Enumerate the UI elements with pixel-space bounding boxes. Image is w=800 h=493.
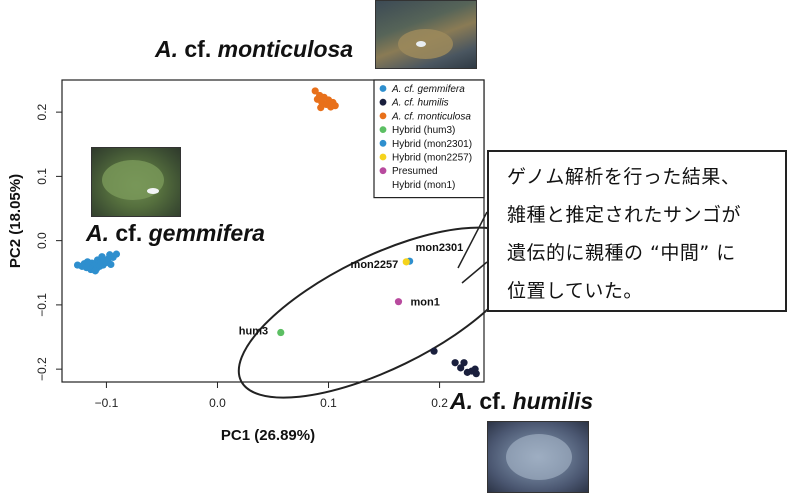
data-point [107,260,115,269]
data-point [317,104,325,112]
species-label-humilis: A. cf. humilis [450,388,594,414]
x-tick-label: 0.1 [320,396,337,410]
legend-marker [379,98,387,106]
point-annotation: mon2257 [351,259,399,271]
data-point [112,250,121,258]
legend-label: A. cf. monticulosa [391,111,471,122]
data-point [331,102,339,110]
legend-label: A. cf. gemmifera [391,84,465,95]
legend-label: Hybrid (mon1) [392,180,455,191]
callout-text: ゲノム解析を行った結果、 雑種と推定されたサンゴが 遺伝的に親種の “中間” に… [507,166,742,302]
data-point [277,328,285,337]
y-tick-label: 0.2 [35,103,49,120]
data-point [83,258,92,266]
plot-frame [61,79,485,383]
y-axis-label: PC2 (18.05%) [7,174,24,268]
legend-label: Hybrid (mon2301) [392,139,472,150]
data-point [460,359,468,367]
x-axis-label: PC1 (26.89%) [221,427,315,444]
data-point [451,359,459,367]
callout-pointer [457,211,488,269]
data-point [311,87,319,95]
x-tick-label: 0.2 [431,396,448,410]
legend-marker [379,112,387,120]
x-tick-label: 0.0 [209,396,226,410]
data-point [472,370,480,378]
gemmifera-coral-photo [91,147,181,217]
y-tick-label: −0.1 [35,293,49,317]
legend-marker [379,85,387,92]
x-tick-label: −0.1 [95,396,119,410]
legend-marker [379,139,387,147]
legend-label: Presumed [392,166,438,177]
point-annotation: hum3 [239,326,268,338]
legend-marker [379,153,387,161]
monticulosa-coral-photo [375,0,477,69]
data-point [457,364,465,372]
point-annotation: mon1 [410,297,439,309]
legend-box [373,79,485,199]
humilis-coral-photo [487,421,589,493]
legend-label: Hybrid (mon2257) [392,153,472,164]
y-tick-label: −0.2 [35,357,49,381]
legend-label: Hybrid (hum3) [392,125,455,136]
point-annotation: mon2301 [416,242,464,254]
species-label-monticulosa: A. cf. monticulosa [155,36,354,62]
y-tick-label: 0.0 [35,232,49,249]
y-tick-label: 0.1 [35,168,49,185]
legend-label: A. cf. humilis [391,98,449,109]
species-label-gemmifera: A. cf. gemmifera [86,220,265,246]
data-point [402,258,410,266]
legend-marker [379,126,387,133]
data-point [394,298,403,306]
callout-box: ゲノム解析を行った結果、 雑種と推定されたサンゴが 遺伝的に親種の “中間” に… [487,150,787,312]
data-point [91,267,99,275]
data-point [430,347,438,355]
legend-marker [379,167,387,175]
callout-pointer [461,261,488,284]
